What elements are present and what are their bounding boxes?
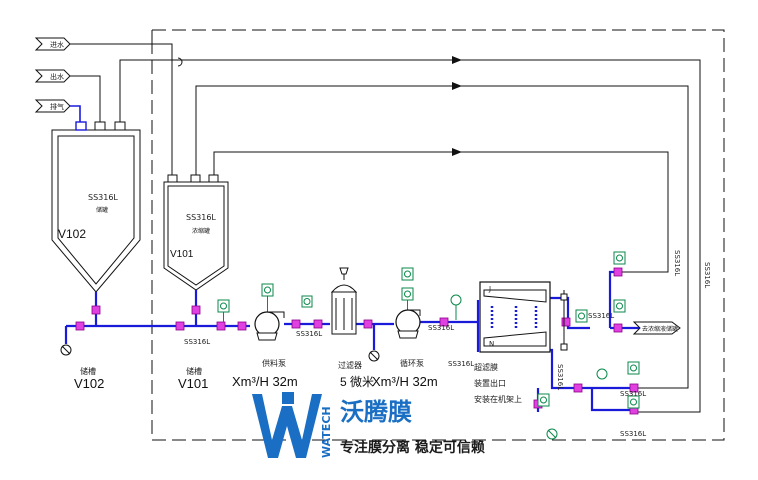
brand-slogan: 专注膜分离 稳定可信赖 <box>340 439 485 456</box>
filter-spec: 5 微米 <box>340 375 374 389</box>
tank-name: 储罐 <box>96 206 108 214</box>
valve <box>91 305 101 315</box>
feed-pump-spec: Xm³/H 32m <box>232 374 298 389</box>
feed-tag-3: 排气 <box>34 99 71 113</box>
uf-membrane-module: J N <box>479 281 568 353</box>
brand-logo: WATECH <box>252 392 333 458</box>
tank-material: SS316L <box>186 213 216 222</box>
gauge <box>301 295 313 308</box>
valve <box>237 321 247 331</box>
brand-name: 沃腾膜 <box>340 398 412 426</box>
valve <box>613 267 623 277</box>
pipe-label: SS316L <box>673 250 681 276</box>
feed-tag-label: 排气 <box>50 102 64 111</box>
outlet-tag: 去浓缩液储罐 <box>632 321 681 335</box>
gauge <box>401 267 414 281</box>
return-lines <box>119 56 701 413</box>
pipe-label: SS316L <box>556 364 564 390</box>
circ-pump-spec: Xm³/H 32m <box>372 374 438 389</box>
gauge <box>627 395 640 409</box>
valve <box>629 383 639 393</box>
tank-v101: SS316L 浓缩罐 V101 <box>163 174 229 291</box>
gauges <box>217 251 640 409</box>
drain-icon <box>368 350 380 362</box>
valves <box>75 267 639 415</box>
feed-line-1 <box>70 43 173 58</box>
filter-label: 过滤器 <box>338 360 362 370</box>
membrane-port-top: J <box>488 285 491 293</box>
valve <box>363 319 373 329</box>
valve <box>561 317 571 327</box>
gauge <box>613 299 626 313</box>
valve <box>439 317 449 327</box>
pipe-label: SS316L <box>296 330 322 338</box>
gauge <box>261 283 274 312</box>
membrane-port-bottom: N <box>489 340 494 348</box>
tank-v102: SS316L 储罐 V102 <box>51 121 141 293</box>
pipe-label: SS316L <box>448 360 474 368</box>
gauge <box>596 368 608 380</box>
v102-label: 储槽 <box>80 366 96 376</box>
feed-pump <box>254 311 285 341</box>
circulation-pump <box>395 309 421 339</box>
drain-icon <box>60 344 72 356</box>
drain-symbols <box>60 344 558 440</box>
valve <box>191 305 201 315</box>
v102-code: V102 <box>74 376 104 391</box>
v101-code: V101 <box>178 376 208 391</box>
membrane-note-line: 超滤膜 <box>474 362 498 372</box>
tank-code: V101 <box>170 249 194 260</box>
gauge <box>537 393 550 407</box>
gauge <box>613 251 626 265</box>
tank-code: V102 <box>58 227 86 241</box>
valve <box>291 319 301 329</box>
gauge <box>450 294 462 320</box>
pipe-label: SS316L <box>620 390 646 398</box>
valve <box>613 323 623 333</box>
cartridge-filter <box>330 267 358 335</box>
pipe-label: SS316L <box>184 338 210 346</box>
feed-tag-label: 进水 <box>50 40 64 49</box>
pipe-label: SS316L <box>620 430 646 438</box>
pipe-label: SS316L <box>703 262 711 288</box>
membrane-note-line: 安装在机架上 <box>474 394 522 404</box>
feed-tag-label: 出水 <box>50 72 64 81</box>
gauge <box>575 309 588 323</box>
outlet-tag-label: 去浓缩液储罐 <box>642 325 678 333</box>
pipe-label: SS316L <box>428 324 454 332</box>
feed-tag-1: 进水 <box>34 37 71 51</box>
feed-line-3 <box>70 105 81 126</box>
circ-pump-label: 循环泵 <box>400 358 424 368</box>
brand-latin: WATECH <box>320 406 333 458</box>
valve <box>175 321 185 331</box>
valve <box>313 319 323 329</box>
skid-boundary <box>151 29 725 441</box>
drain-icon <box>546 428 558 440</box>
feed-line-2 <box>70 75 101 126</box>
pipe-label: SS316L <box>588 312 614 320</box>
feed-tags: 进水 出水 排气 <box>34 37 173 126</box>
gauge <box>627 361 640 375</box>
v101-label: 储槽 <box>186 366 202 376</box>
gauge <box>217 299 230 322</box>
tank-material: SS316L <box>88 193 118 202</box>
valve <box>216 321 226 331</box>
pipe-labels: SS316L SS316L SS316L SS316L SS316L SS316… <box>184 250 711 438</box>
membrane-note-line: 装置出口 <box>474 378 506 388</box>
gauge <box>401 287 414 312</box>
feed-pump-label: 供料泵 <box>262 358 286 368</box>
equipment-labels: 储槽 V102 储槽 V101 供料泵 Xm³/H 32m 过滤器 5 微米 循… <box>74 358 522 404</box>
tank-name: 浓缩罐 <box>192 227 210 235</box>
feed-tag-2: 出水 <box>34 69 71 83</box>
valve <box>573 383 583 393</box>
valve <box>75 321 85 331</box>
